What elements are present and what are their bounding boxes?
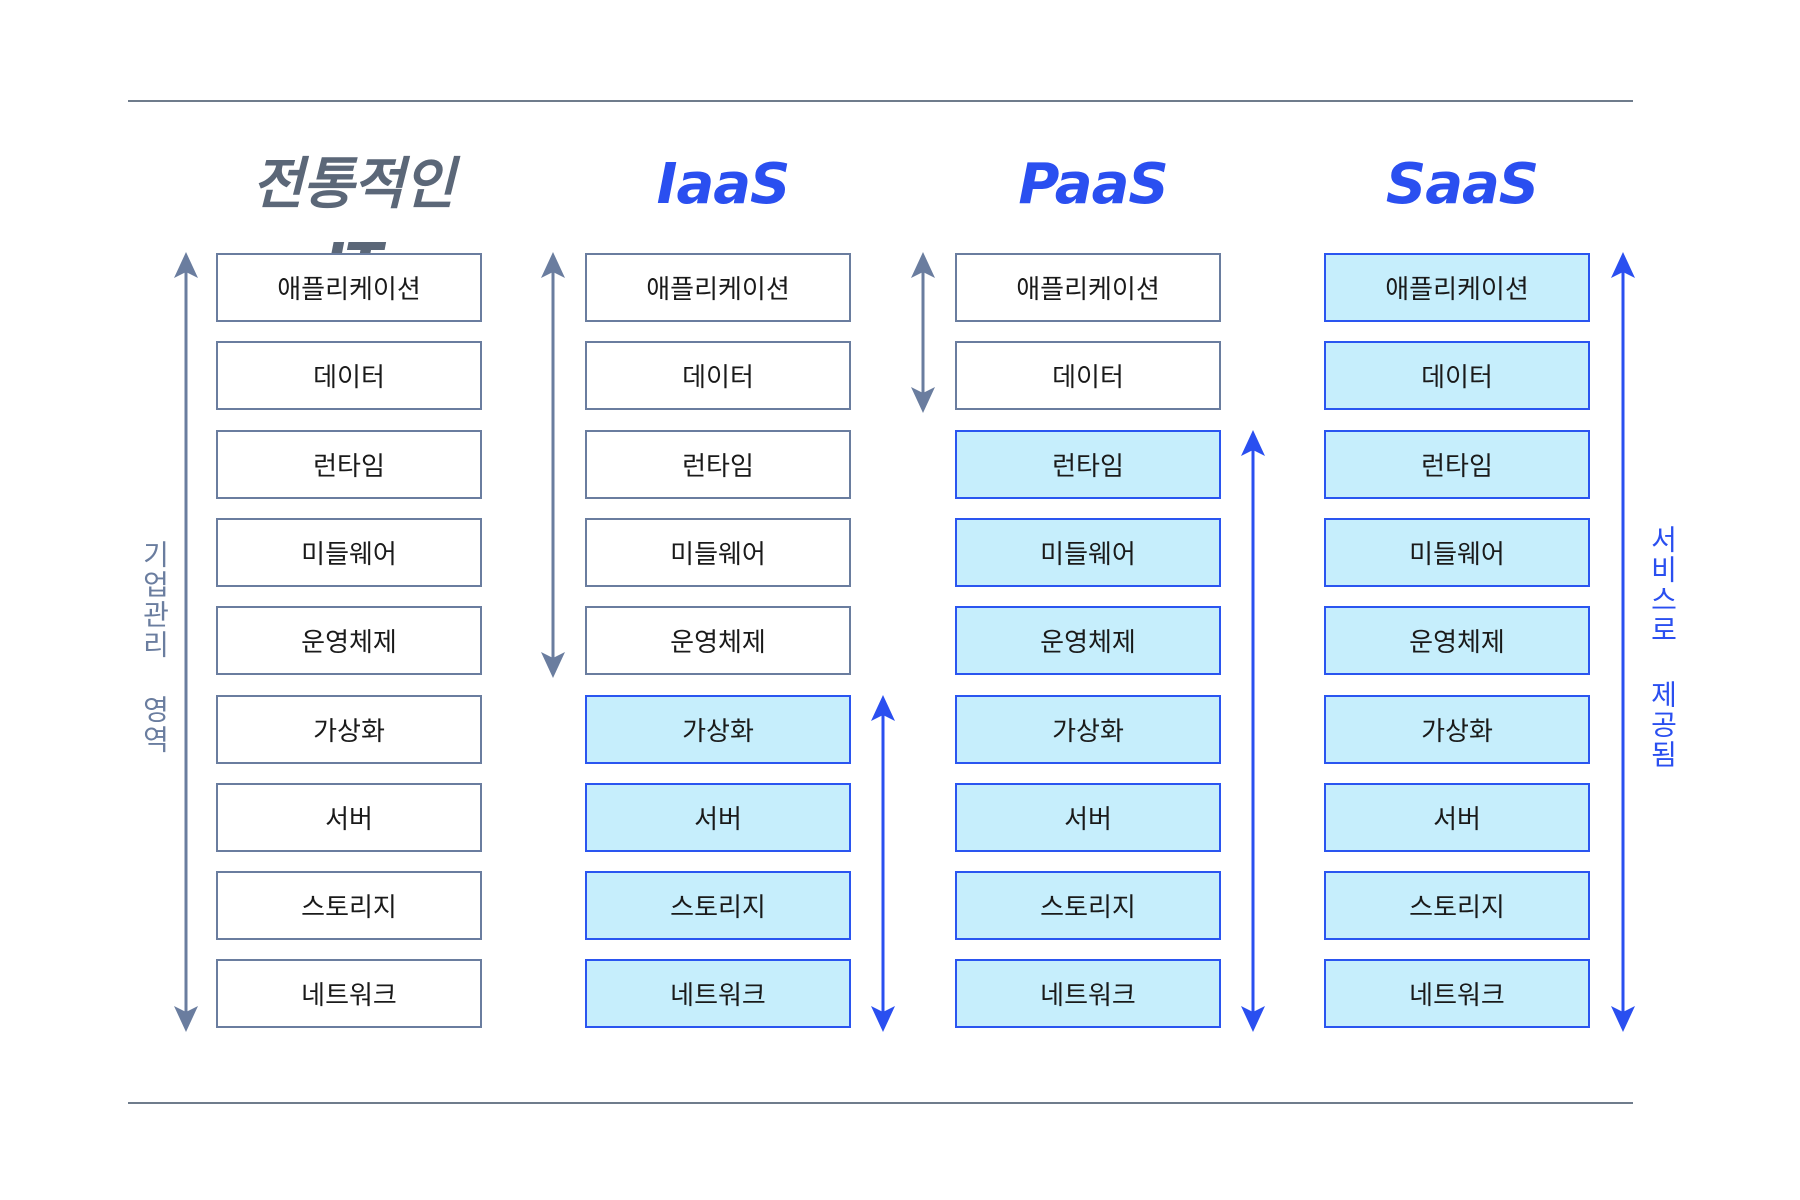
paas-layer: 런타임: [955, 430, 1221, 499]
saas-layer: 운영체제: [1324, 606, 1590, 675]
traditional-it-layer: 데이터: [216, 341, 482, 410]
layer-label: 데이터: [1052, 363, 1124, 393]
paas-layer: 애플리케이션: [955, 253, 1221, 322]
layer-label: 운영체제: [1409, 628, 1505, 658]
saas-layer: 스토리지: [1324, 871, 1590, 940]
traditional-it-layer: 가상화: [216, 695, 482, 764]
iaas-layer: 네트워크: [585, 959, 851, 1028]
managed-area-label: 기업관리 영역: [138, 540, 171, 755]
saas-layer: 가상화: [1324, 695, 1590, 764]
layer-label: 서버: [1433, 805, 1481, 835]
layer-label: 네트워크: [670, 981, 766, 1011]
iaas-layer: 애플리케이션: [585, 253, 851, 322]
traditional-it-layer: 스토리지: [216, 871, 482, 940]
layer-label: 미들웨어: [1409, 540, 1505, 570]
saas-layer: 서버: [1324, 783, 1590, 852]
layer-label: 서버: [1064, 805, 1112, 835]
layer-label: 스토리지: [670, 893, 766, 923]
iaas-layer: 런타임: [585, 430, 851, 499]
layer-label: 런타임: [313, 452, 385, 482]
layer-label: 가상화: [1421, 717, 1493, 747]
paas-provided-arrow: [1241, 430, 1265, 1032]
layer-label: 애플리케이션: [1385, 275, 1529, 305]
layer-label: 런타임: [1052, 452, 1124, 482]
traditional-it-layer: 애플리케이션: [216, 253, 482, 322]
paas-layer: 가상화: [955, 695, 1221, 764]
layer-label: 가상화: [1052, 717, 1124, 747]
layer-label: 서버: [694, 805, 742, 835]
title-saas: SaaS: [1385, 152, 1539, 217]
paas-layer: 데이터: [955, 341, 1221, 410]
layer-label: 가상화: [313, 717, 385, 747]
paas-layer: 스토리지: [955, 871, 1221, 940]
saas-layer: 애플리케이션: [1324, 253, 1590, 322]
layer-label: 애플리케이션: [277, 275, 421, 305]
traditional-it-layer: 미들웨어: [216, 518, 482, 587]
layer-label: 애플리케이션: [1016, 275, 1160, 305]
traditional-it-layer: 서버: [216, 783, 482, 852]
layer-label: 미들웨어: [1040, 540, 1136, 570]
layer-label: 스토리지: [301, 893, 397, 923]
layer-label: 네트워크: [1040, 981, 1136, 1011]
saas-layer: 미들웨어: [1324, 518, 1590, 587]
traditional-it-layer: 네트워크: [216, 959, 482, 1028]
iaas-layer: 데이터: [585, 341, 851, 410]
layer-label: 네트워크: [301, 981, 397, 1011]
traditional-it-layer: 런타임: [216, 430, 482, 499]
layer-label: 미들웨어: [670, 540, 766, 570]
paas-managed-arrow: [911, 252, 935, 413]
saas-layer: 네트워크: [1324, 959, 1590, 1028]
iaas-layer: 스토리지: [585, 871, 851, 940]
layer-label: 애플리케이션: [646, 275, 790, 305]
layer-label: 런타임: [1421, 452, 1493, 482]
paas-layer: 네트워크: [955, 959, 1221, 1028]
layer-label: 네트워크: [1409, 981, 1505, 1011]
layer-label: 미들웨어: [301, 540, 397, 570]
bottom-divider: [128, 1102, 1633, 1104]
traditional-managed-arrow: [174, 252, 198, 1032]
layer-label: 데이터: [1421, 363, 1493, 393]
paas-layer: 미들웨어: [955, 518, 1221, 587]
layer-label: 운영체제: [670, 628, 766, 658]
layer-label: 런타임: [682, 452, 754, 482]
iaas-layer: 서버: [585, 783, 851, 852]
provided-service-label: 서비스로 제공됨: [1646, 525, 1679, 770]
iaas-layer: 미들웨어: [585, 518, 851, 587]
title-paas: PaaS: [1018, 152, 1168, 217]
layer-label: 가상화: [682, 717, 754, 747]
top-divider: [128, 100, 1633, 102]
saas-provided-arrow: [1611, 252, 1635, 1032]
paas-layer: 운영체제: [955, 606, 1221, 675]
iaas-managed-arrow: [541, 252, 565, 678]
saas-layer: 데이터: [1324, 341, 1590, 410]
title-iaas: IaaS: [656, 152, 791, 217]
paas-layer: 서버: [955, 783, 1221, 852]
layer-label: 운영체제: [301, 628, 397, 658]
traditional-it-layer: 운영체제: [216, 606, 482, 675]
layer-label: 서버: [325, 805, 373, 835]
layer-label: 데이터: [313, 363, 385, 393]
iaas-layer: 가상화: [585, 695, 851, 764]
iaas-provided-arrow: [871, 695, 895, 1032]
iaas-layer: 운영체제: [585, 606, 851, 675]
layer-label: 운영체제: [1040, 628, 1136, 658]
layer-label: 데이터: [682, 363, 754, 393]
layer-label: 스토리지: [1040, 893, 1136, 923]
layer-label: 스토리지: [1409, 893, 1505, 923]
saas-layer: 런타임: [1324, 430, 1590, 499]
